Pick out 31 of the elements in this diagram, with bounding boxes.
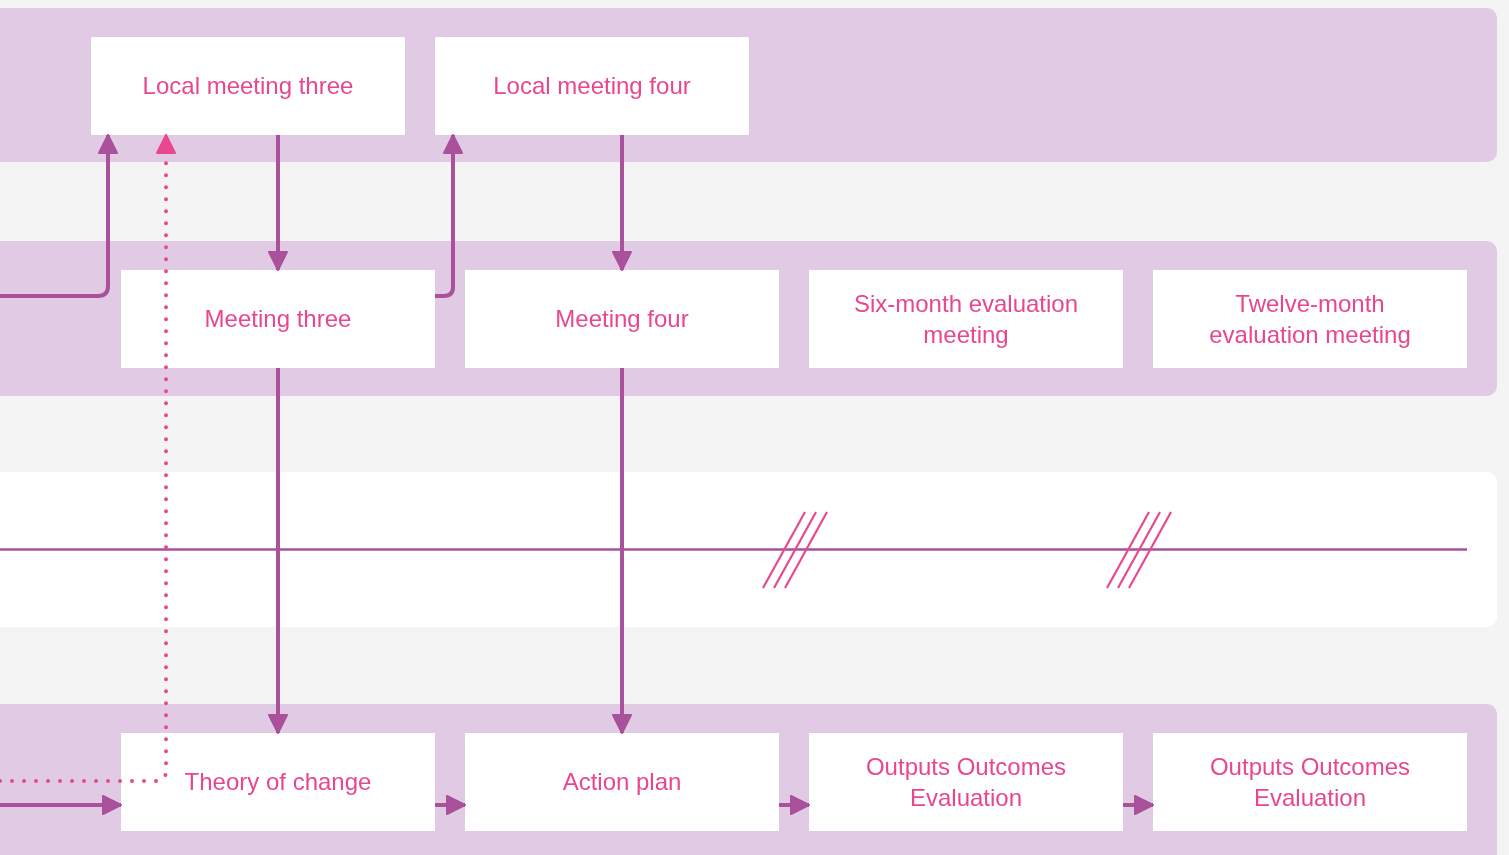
arrow [268, 135, 288, 271]
process-box [809, 733, 1123, 831]
box-label: Six-month evaluation meeting [852, 288, 1080, 350]
process-box [1153, 270, 1467, 368]
arrow [268, 368, 288, 734]
box-label: Twelve-month evaluation meeting [1208, 288, 1412, 350]
dotted-arrow [0, 133, 176, 783]
process-box [121, 733, 435, 831]
arrow [435, 795, 466, 815]
process-box [465, 733, 779, 831]
arrow [435, 134, 463, 298]
box-label: Local meeting four [493, 71, 691, 102]
arrow [779, 795, 810, 815]
box-label: Outputs Outcomes Evaluation [864, 751, 1068, 813]
process-box [1153, 733, 1467, 831]
box-label: Theory of change [184, 767, 372, 798]
arrow [1123, 795, 1154, 815]
process-box [121, 270, 435, 368]
box-label: Meeting three [204, 304, 352, 335]
arrow [0, 134, 118, 298]
arrow [612, 135, 632, 271]
arrow [0, 795, 122, 815]
box-label: Outputs Outcomes Evaluation [1208, 751, 1412, 813]
arrow [612, 368, 632, 734]
process-box [809, 270, 1123, 368]
box-label: Meeting four [555, 304, 689, 335]
process-box [465, 270, 779, 368]
process-box [91, 37, 405, 135]
process-box [435, 37, 749, 135]
box-label: Action plan [562, 767, 682, 798]
box-label: Local meeting three [142, 71, 354, 102]
